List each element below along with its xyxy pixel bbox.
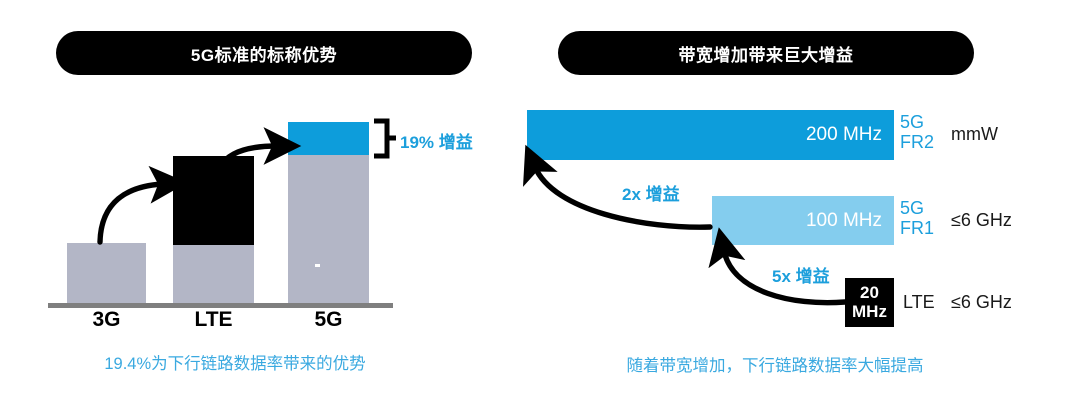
- growth-arrows-left: [97, 127, 302, 245]
- right-panel: 带宽增加带来巨大增益 200 MHz 5G FR2 mmW 100 MHz 5G…: [523, 0, 1080, 408]
- tick-label-5g: 5G: [314, 308, 343, 331]
- bar-5g-fr1-100mhz: 100 MHz: [712, 196, 894, 245]
- tech-label-5g-fr1: 5G FR1: [900, 198, 935, 239]
- bar-lte-gray: [173, 245, 254, 303]
- arrow-5x-gain: [708, 227, 848, 306]
- bar-5g-blue: [288, 122, 369, 155]
- bar-3g-gray: [67, 243, 146, 303]
- band-label-lte-sub6: ≤6 GHz: [951, 292, 1012, 312]
- band-label-mmw: mmW: [951, 124, 998, 144]
- band-label-fr1-sub6: ≤6 GHz: [951, 210, 1012, 230]
- tick-label-lte: LTE: [194, 308, 233, 331]
- gain-19-percent-label: 19% 增益: [400, 133, 473, 152]
- bar-5g-fr1-value-label: 100 MHz: [805, 209, 882, 231]
- left-panel: 5G标准的标称优势 19% 增益 3G LTE 5G 19.4%为下行链路数据率…: [48, 31, 473, 373]
- right-panel-title: 带宽增加带来巨大增益: [558, 31, 974, 75]
- gain-5x-label: 5x 增益: [772, 267, 830, 286]
- chart-baseline: [48, 303, 393, 308]
- gain-bracket-icon: [374, 118, 396, 159]
- left-panel-title: 5G标准的标称优势: [56, 31, 472, 75]
- tech-label-5g-fr2: 5G FR2: [900, 112, 935, 153]
- bar-lte-20mhz: 20 MHz: [845, 278, 894, 327]
- left-panel-caption: 19.4%为下行链路数据率带来的优势: [104, 355, 366, 373]
- right-panel-caption: 随着带宽增加，下行链路数据率大幅提高: [626, 357, 924, 375]
- bar-5g-gray: [288, 155, 369, 303]
- gain-2x-label: 2x 增益: [622, 185, 680, 204]
- bar-5g-dot-mark: [315, 264, 320, 267]
- tick-label-3g: 3G: [92, 308, 121, 331]
- bar-lte-value-unit: MHz: [852, 301, 887, 321]
- bar-5g-fr2-value-label: 200 MHz: [805, 124, 882, 145]
- tech-label-lte: LTE: [903, 292, 935, 312]
- bar-5g-fr2-200mhz: 200 MHz: [527, 110, 894, 160]
- arrow-2x-gain: [523, 144, 713, 230]
- bar-lte-value-number: 20: [860, 283, 879, 303]
